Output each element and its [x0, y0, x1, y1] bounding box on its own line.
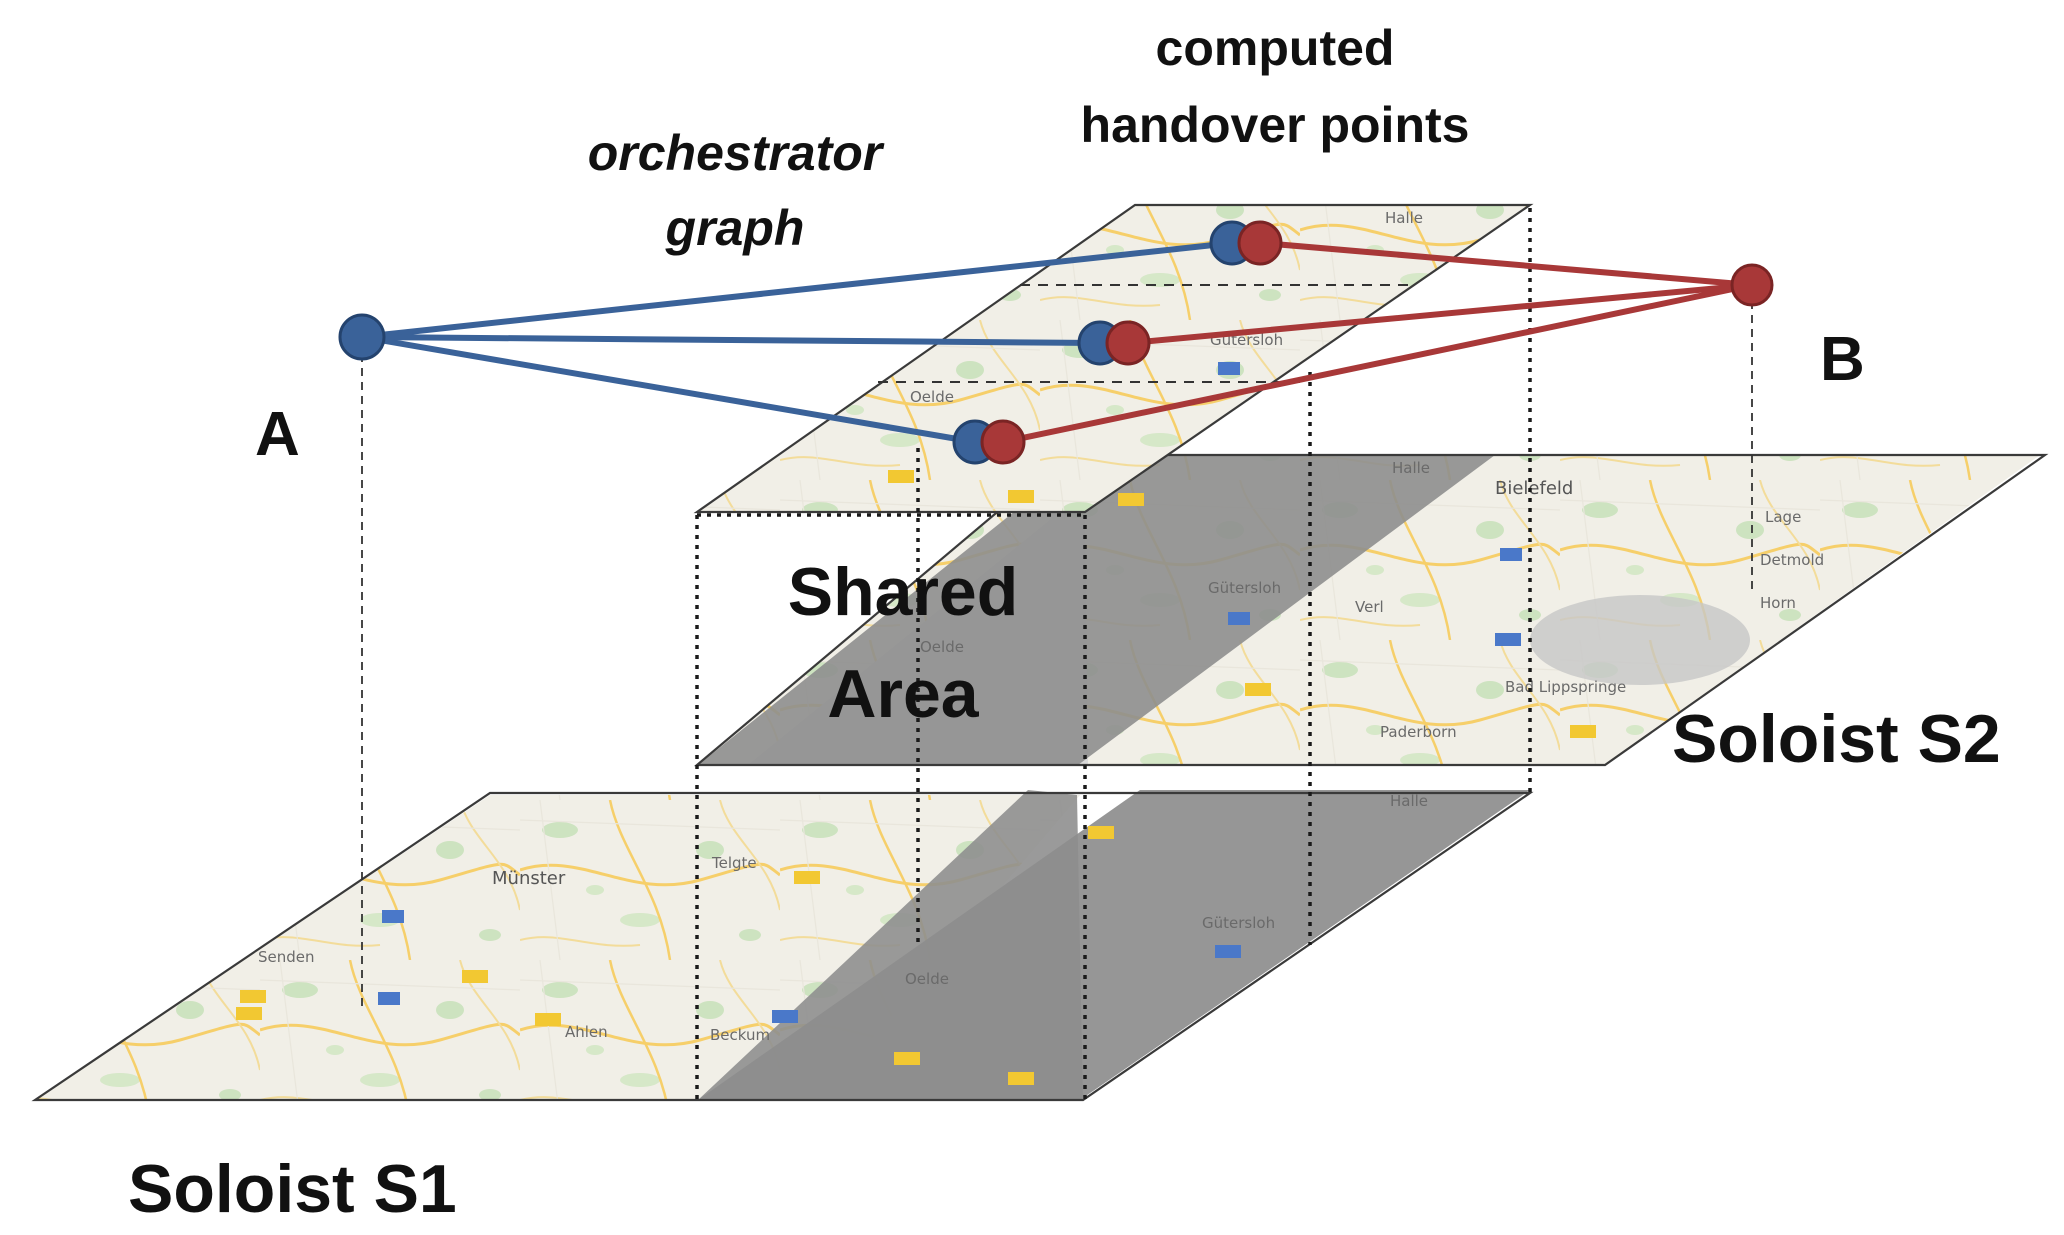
map-label: Beckum — [710, 1026, 770, 1044]
map-label: Halle — [1392, 459, 1430, 477]
road-shield — [382, 910, 404, 923]
map-label: Gütersloh — [1208, 579, 1281, 597]
map-label: Münster — [492, 868, 566, 889]
road-shield — [1008, 490, 1034, 503]
edge-a-hp1 — [359, 240, 1235, 340]
map-label: Lage — [1765, 508, 1801, 526]
soloist-s1-label: Soloist S1 — [128, 1151, 457, 1227]
road-shield — [1218, 362, 1240, 375]
map-label: Ahlen — [565, 1023, 608, 1041]
map-label: Horn — [1760, 594, 1796, 612]
node-a — [338, 313, 386, 361]
road-shield — [894, 1052, 920, 1065]
edge-a-hp3 — [359, 334, 978, 445]
handover-points-label-line1: computed — [1156, 20, 1395, 76]
forest-area — [1530, 595, 1750, 685]
map-label: Verl — [1355, 598, 1384, 616]
node-a-label: A — [255, 400, 300, 469]
map-plane-s1-outline — [31, 791, 1534, 1102]
extrusion-lines — [695, 208, 1532, 1100]
map-label: Paderborn — [1380, 723, 1457, 741]
road-shield — [1008, 1072, 1034, 1085]
node-b-label: B — [1820, 325, 1865, 394]
graph-nodes — [338, 220, 1774, 465]
map-label: Gütersloh — [1202, 914, 1275, 932]
map-plane-top-outline — [693, 203, 1534, 514]
road-shield — [1500, 548, 1522, 561]
map-plane-s2: Halle Bielefeld Gütersloh Verl Lage Detm… — [693, 453, 2049, 767]
shared-area-label-line1: Shared — [788, 554, 1019, 630]
handover-point-2 — [1077, 320, 1151, 366]
road-shield — [1215, 945, 1241, 958]
drop-lines — [361, 287, 1753, 1010]
map-label: Telgte — [711, 854, 757, 872]
road-shield — [1228, 612, 1250, 625]
road-shield — [888, 470, 914, 483]
road-shield — [1495, 633, 1521, 646]
road-shield — [772, 1010, 798, 1023]
map-plane-s1: Münster Senden Telgte Ahlen Beckum Oelde… — [31, 790, 1534, 1102]
handover-point-3 — [952, 419, 1026, 465]
edge-hp3-b — [1000, 282, 1755, 445]
road-shield — [462, 970, 488, 983]
shared-area-bottom-dark — [698, 790, 1530, 1100]
orchestrator-graph-edges — [359, 240, 1755, 445]
shared-area-middle-dark — [698, 455, 1495, 765]
road-shield — [535, 1013, 561, 1026]
shared-area-label-line2: Area — [827, 656, 979, 732]
map-label: Senden — [258, 948, 315, 966]
road-shield — [240, 990, 266, 1003]
edge-hp2-b — [1127, 282, 1755, 346]
road-shield — [378, 992, 400, 1005]
map-label: Bad Lippspringe — [1505, 678, 1626, 696]
map-label: Oelde — [920, 638, 964, 656]
map-label: Halle — [1385, 209, 1423, 227]
handover-point-1 — [1209, 220, 1283, 266]
node-b — [1730, 263, 1774, 307]
road-shield — [1118, 493, 1144, 506]
road-shield — [1570, 725, 1596, 738]
handover-points-label-line2: handover points — [1081, 97, 1470, 153]
edge-a-hp2 — [359, 334, 1103, 346]
road-shield — [794, 871, 820, 884]
road-shield — [1088, 826, 1114, 839]
orchestrator-graph-label-line2: graph — [665, 200, 805, 256]
map-label: Detmold — [1760, 551, 1824, 569]
map-label: Oelde — [905, 970, 949, 988]
road-shield — [1245, 683, 1271, 696]
map-label: Bielefeld — [1495, 478, 1573, 499]
soloist-s2-label: Soloist S2 — [1672, 701, 2001, 777]
orchestrator-graph-label-line1: orchestrator — [588, 125, 885, 181]
map-label: Halle — [1390, 792, 1428, 810]
edge-hp1-b — [1259, 240, 1755, 288]
map-plane-s2-outline — [693, 453, 2049, 767]
road-shield — [236, 1007, 262, 1020]
map-label: Oelde — [910, 388, 954, 406]
